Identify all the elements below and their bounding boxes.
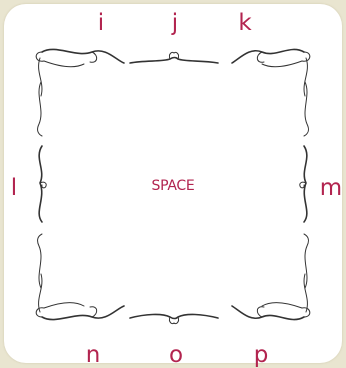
flourish-left-middle [39,146,46,222]
flourish-bottom-right [232,234,310,320]
key-n[interactable]: n [78,342,108,368]
flourish-bottom-middle [130,314,218,323]
flourish-right-middle [300,146,307,222]
flourish-top-left [36,49,124,136]
key-m[interactable]: m [316,175,346,201]
key-j[interactable]: j [160,10,190,36]
flourish-bottom-left [36,234,124,320]
key-l[interactable]: l [0,175,29,201]
key-i[interactable]: i [86,10,116,36]
flourish-top-middle [130,52,218,63]
key-o[interactable]: o [161,342,191,368]
key-k[interactable]: k [230,10,260,36]
key-p[interactable]: p [246,342,276,368]
flourish-top-right [232,49,310,136]
space-key[interactable]: SPACE [133,178,213,194]
